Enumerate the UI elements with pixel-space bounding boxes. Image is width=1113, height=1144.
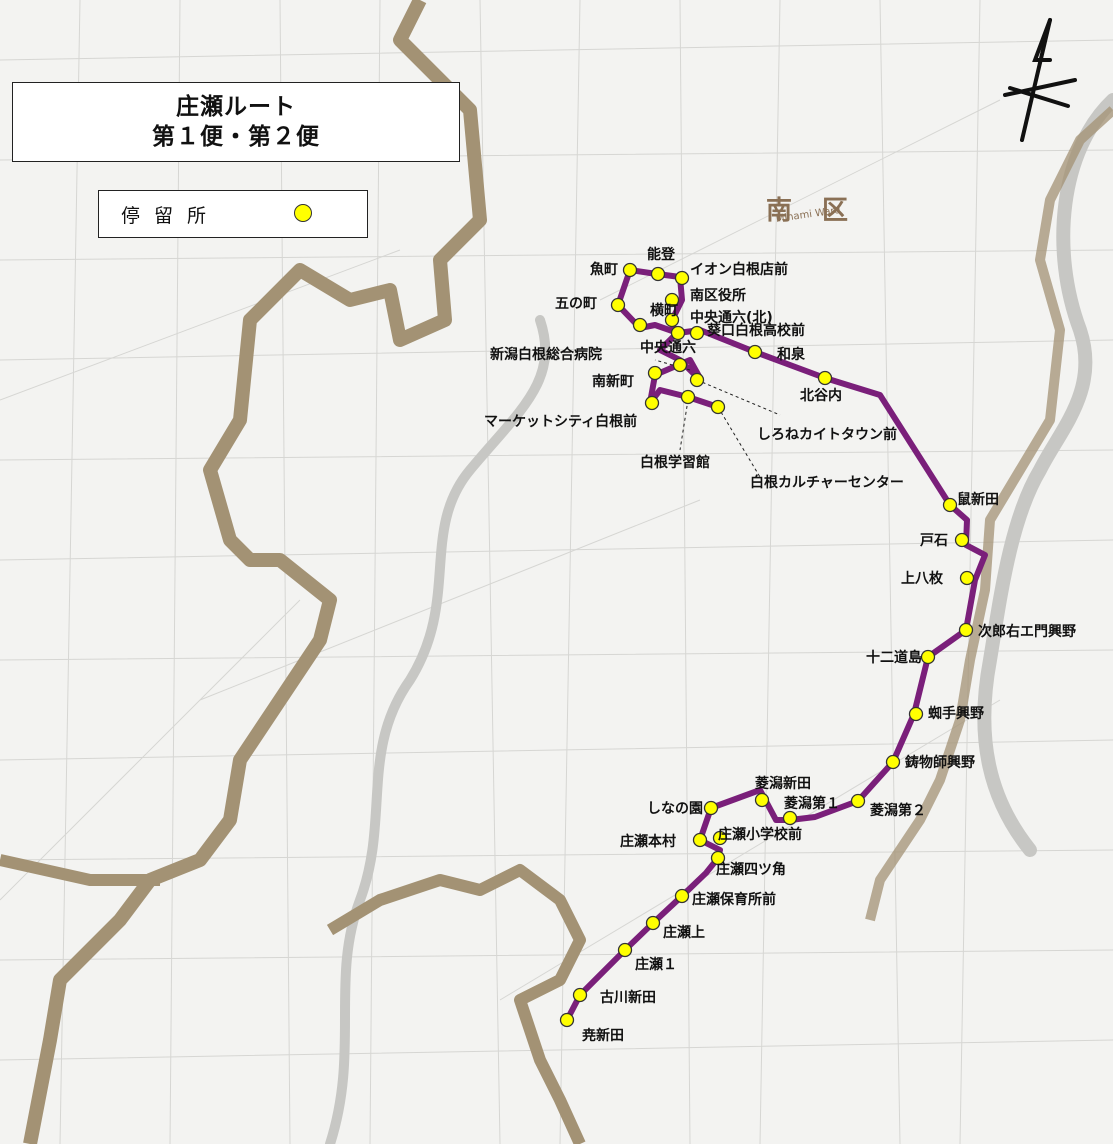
- stop-label: 庄瀬上: [663, 925, 705, 941]
- stop-label: 魚町: [590, 262, 618, 278]
- north-arrow-icon: [1003, 18, 1077, 142]
- stop-marker-icon: [674, 270, 690, 286]
- stop-label: 鋳物師興野: [905, 755, 975, 771]
- stop-marker-icon: [672, 357, 688, 373]
- stop-marker-icon: [610, 297, 626, 313]
- stop-marker-icon: [692, 832, 708, 848]
- stop-label: イオン白根店前: [690, 262, 788, 278]
- ward-label: 南区: [766, 196, 879, 226]
- stop-marker-icon: [617, 942, 633, 958]
- stop-label: 白根カルチャーセンター: [750, 475, 904, 491]
- stop-marker-icon: [664, 292, 680, 308]
- stop-label: 次郎右エ門興野: [978, 624, 1076, 640]
- stop-label: 戸石: [920, 533, 948, 549]
- stop-label: 古川新田: [600, 990, 656, 1006]
- stop-label: 庄瀬四ツ角: [716, 862, 786, 878]
- stop-marker-icon: [622, 262, 638, 278]
- stop-marker-icon: [680, 389, 696, 405]
- legend-label: 停留所: [121, 204, 221, 227]
- stop-marker-icon: [817, 370, 833, 386]
- stop-markers: [559, 262, 975, 1028]
- legend: 停留所: [98, 190, 368, 238]
- stop-label: 能登: [647, 247, 675, 263]
- stop-marker-icon: [920, 649, 936, 665]
- map-title-box: 庄瀬ルート 第１便・第２便: [12, 82, 460, 162]
- ward-boundary-west: [23, 0, 487, 1144]
- stop-label: 庄瀬小学校前: [718, 827, 802, 843]
- stop-marker-icon: [689, 325, 705, 341]
- stop-marker-icon: [747, 344, 763, 360]
- stop-marker-icon: [572, 987, 588, 1003]
- stop-marker-icon: [674, 888, 690, 904]
- stop-label: 南区役所: [690, 288, 746, 304]
- stop-label: マーケットシティ白根前: [484, 414, 638, 430]
- river-east: [977, 93, 1113, 857]
- stop-marker-icon: [670, 325, 686, 341]
- stop-label: 上八枚: [901, 571, 943, 587]
- river: [325, 315, 551, 1144]
- stop-label: 菱潟第２: [870, 803, 926, 819]
- bus-route-branch: [647, 387, 721, 410]
- stop-marker-icon: [650, 266, 666, 282]
- stop-label: 和泉: [777, 347, 805, 363]
- stop-marker-icon: [885, 754, 901, 770]
- stop-label: 新潟白根総合病院: [490, 347, 602, 363]
- stop-marker-icon: [689, 372, 705, 388]
- stop-marker-icon: [645, 915, 661, 931]
- stop-label: 庄瀬１: [635, 957, 677, 973]
- stop-label: 中央通六(北): [690, 310, 773, 326]
- stop-marker-icon: [647, 365, 663, 381]
- ward-boundary-east: [865, 106, 1113, 922]
- stop-label: 北谷内: [800, 388, 842, 404]
- stop-label: 菱潟第１: [784, 796, 840, 812]
- stop-marker-icon: [632, 317, 648, 333]
- stop-marker-icon: [710, 850, 726, 866]
- stop-label: 中央通六: [640, 340, 696, 356]
- stop-label: 菱潟新田: [755, 776, 811, 792]
- stop-label: 横町: [650, 303, 678, 319]
- stop-marker-icon: [703, 800, 719, 816]
- stop-marker-icon: [559, 1012, 575, 1028]
- stop-label: 庄瀬保育所前: [692, 892, 776, 908]
- stop-marker-icon: [664, 312, 680, 328]
- stop-marker-icon: [954, 532, 970, 548]
- stop-label: 白根学習館: [640, 455, 710, 471]
- stop-marker-icon: [710, 399, 726, 415]
- stop-label: 庄瀬本村: [620, 834, 676, 850]
- route-trips: 第１便・第２便: [152, 124, 320, 150]
- stop-marker-icon: [958, 622, 974, 638]
- stop-label: 五の町: [555, 296, 597, 312]
- stop-marker-icon: [850, 793, 866, 809]
- stop-label: 十二道島: [866, 650, 922, 666]
- stop-label: しろねカイトタウン前: [757, 427, 897, 443]
- stop-label: 尭新田: [582, 1028, 624, 1044]
- stop-marker-icon: [908, 706, 924, 722]
- stop-marker-icon: [712, 830, 728, 846]
- stop-label: しなの園: [647, 801, 703, 817]
- stop-marker-icon: [959, 570, 975, 586]
- stop-label: 鼠新田: [957, 492, 999, 508]
- stop-marker-icon: [644, 395, 660, 411]
- stop-label: 葵口白根高校前: [707, 323, 805, 339]
- ward-boundary-south: [0, 854, 586, 1144]
- stop-label: 南新町: [592, 374, 634, 390]
- route-title: 庄瀬ルート: [176, 94, 296, 120]
- stop-marker-icon: [782, 810, 798, 826]
- stop-marker-icon: [754, 792, 770, 808]
- stop-marker-icon: [942, 497, 958, 513]
- stop-label: 蜘手興野: [928, 706, 984, 722]
- legend-stop-marker-icon: [294, 204, 312, 222]
